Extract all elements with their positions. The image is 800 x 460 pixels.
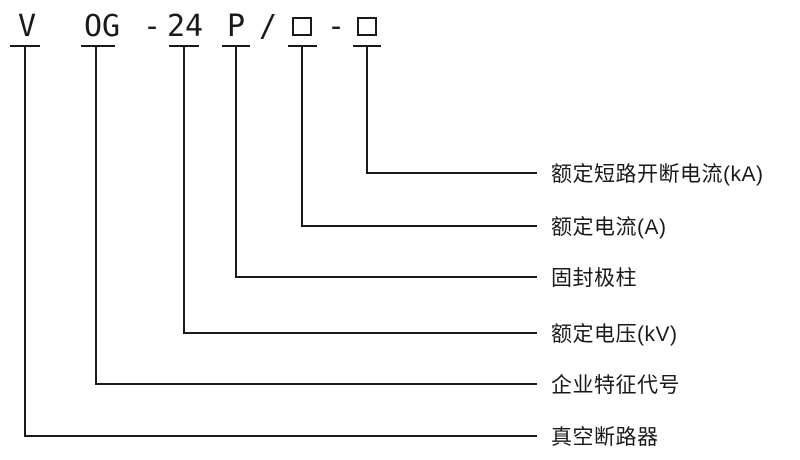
label-vacuum-breaker: 真空断路器 (551, 426, 659, 449)
code-part-rated-voltage: 24 (166, 9, 204, 44)
dash-separator-1: - (142, 9, 162, 44)
connector-sealed-pole (235, 45, 537, 278)
connector-rated-current (301, 45, 537, 227)
placeholder-box-breaking-current (357, 17, 377, 36)
tick-enterprise-code (81, 45, 115, 47)
label-rated-voltage: 额定电压(kV) (551, 323, 678, 346)
dash-separator-2: - (326, 9, 346, 44)
code-part-vacuum-breaker: V (17, 9, 37, 44)
connector-enterprise-code (95, 45, 537, 385)
slash-separator: / (258, 9, 278, 44)
code-part-enterprise-code: OG (83, 9, 121, 44)
connector-rated-voltage (183, 45, 537, 334)
label-sealed-pole: 固封极柱 (551, 267, 637, 290)
connector-breaking-current (366, 45, 537, 174)
label-breaking-current: 额定短路开断电流(kA) (551, 163, 764, 186)
connector-vacuum-breaker (24, 45, 537, 437)
label-rated-current: 额定电流(A) (551, 216, 667, 239)
label-enterprise-code: 企业特征代号 (551, 374, 680, 397)
placeholder-box-rated-current (292, 17, 312, 36)
code-part-sealed-pole: P (226, 9, 246, 44)
